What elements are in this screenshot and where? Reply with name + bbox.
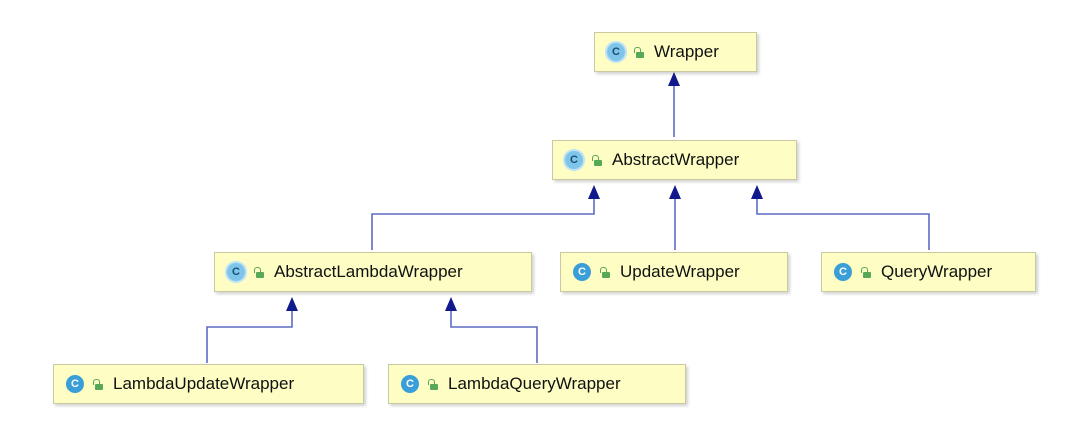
edge-abstractlambdawrapper-to-abstractwrapper [371, 185, 600, 250]
class-node-updatewrapper[interactable]: C UpdateWrapper [560, 252, 788, 292]
abstract-class-icon: C [227, 263, 245, 281]
edge-querywrapper-to-abstractwrapper [751, 185, 930, 250]
public-lock-icon [92, 378, 103, 390]
class-name: UpdateWrapper [620, 262, 740, 281]
class-icon: C [573, 263, 591, 281]
public-lock-icon [860, 266, 871, 278]
public-lock-icon [427, 378, 438, 390]
class-name: AbstractLambdaWrapper [274, 262, 463, 281]
class-icon: C [401, 375, 419, 393]
edge-abstractwrapper-to-wrapper [668, 72, 680, 137]
public-lock-icon [591, 154, 602, 166]
public-lock-icon [253, 266, 264, 278]
abstract-class-icon: C [565, 151, 583, 169]
class-name: QueryWrapper [881, 262, 993, 281]
edge-updatewrapper-to-abstractwrapper [669, 185, 681, 250]
edge-lambdaupdatewrapper-to-abstractlambdawrapper [206, 297, 298, 363]
class-node-querywrapper[interactable]: C QueryWrapper [821, 252, 1036, 292]
class-name: LambdaUpdateWrapper [113, 374, 295, 393]
class-node-lambdaquerywrapper[interactable]: C LambdaQueryWrapper [388, 364, 686, 404]
class-icon: C [66, 375, 84, 393]
public-lock-icon [599, 266, 610, 278]
public-lock-icon [633, 46, 644, 58]
edge-lambdaquerywrapper-to-abstractlambdawrapper [445, 297, 538, 363]
class-node-abstractwrapper[interactable]: C AbstractWrapper [552, 140, 797, 180]
class-name: LambdaQueryWrapper [448, 374, 621, 393]
class-node-lambdaupdatewrapper[interactable]: C LambdaUpdateWrapper [53, 364, 364, 404]
class-icon: C [834, 263, 852, 281]
class-node-abstractlambdawrapper[interactable]: C AbstractLambdaWrapper [214, 252, 532, 292]
class-name: Wrapper [654, 42, 719, 61]
class-name: AbstractWrapper [612, 150, 740, 169]
abstract-class-icon: C [607, 43, 625, 61]
class-node-wrapper[interactable]: C Wrapper [594, 32, 757, 72]
